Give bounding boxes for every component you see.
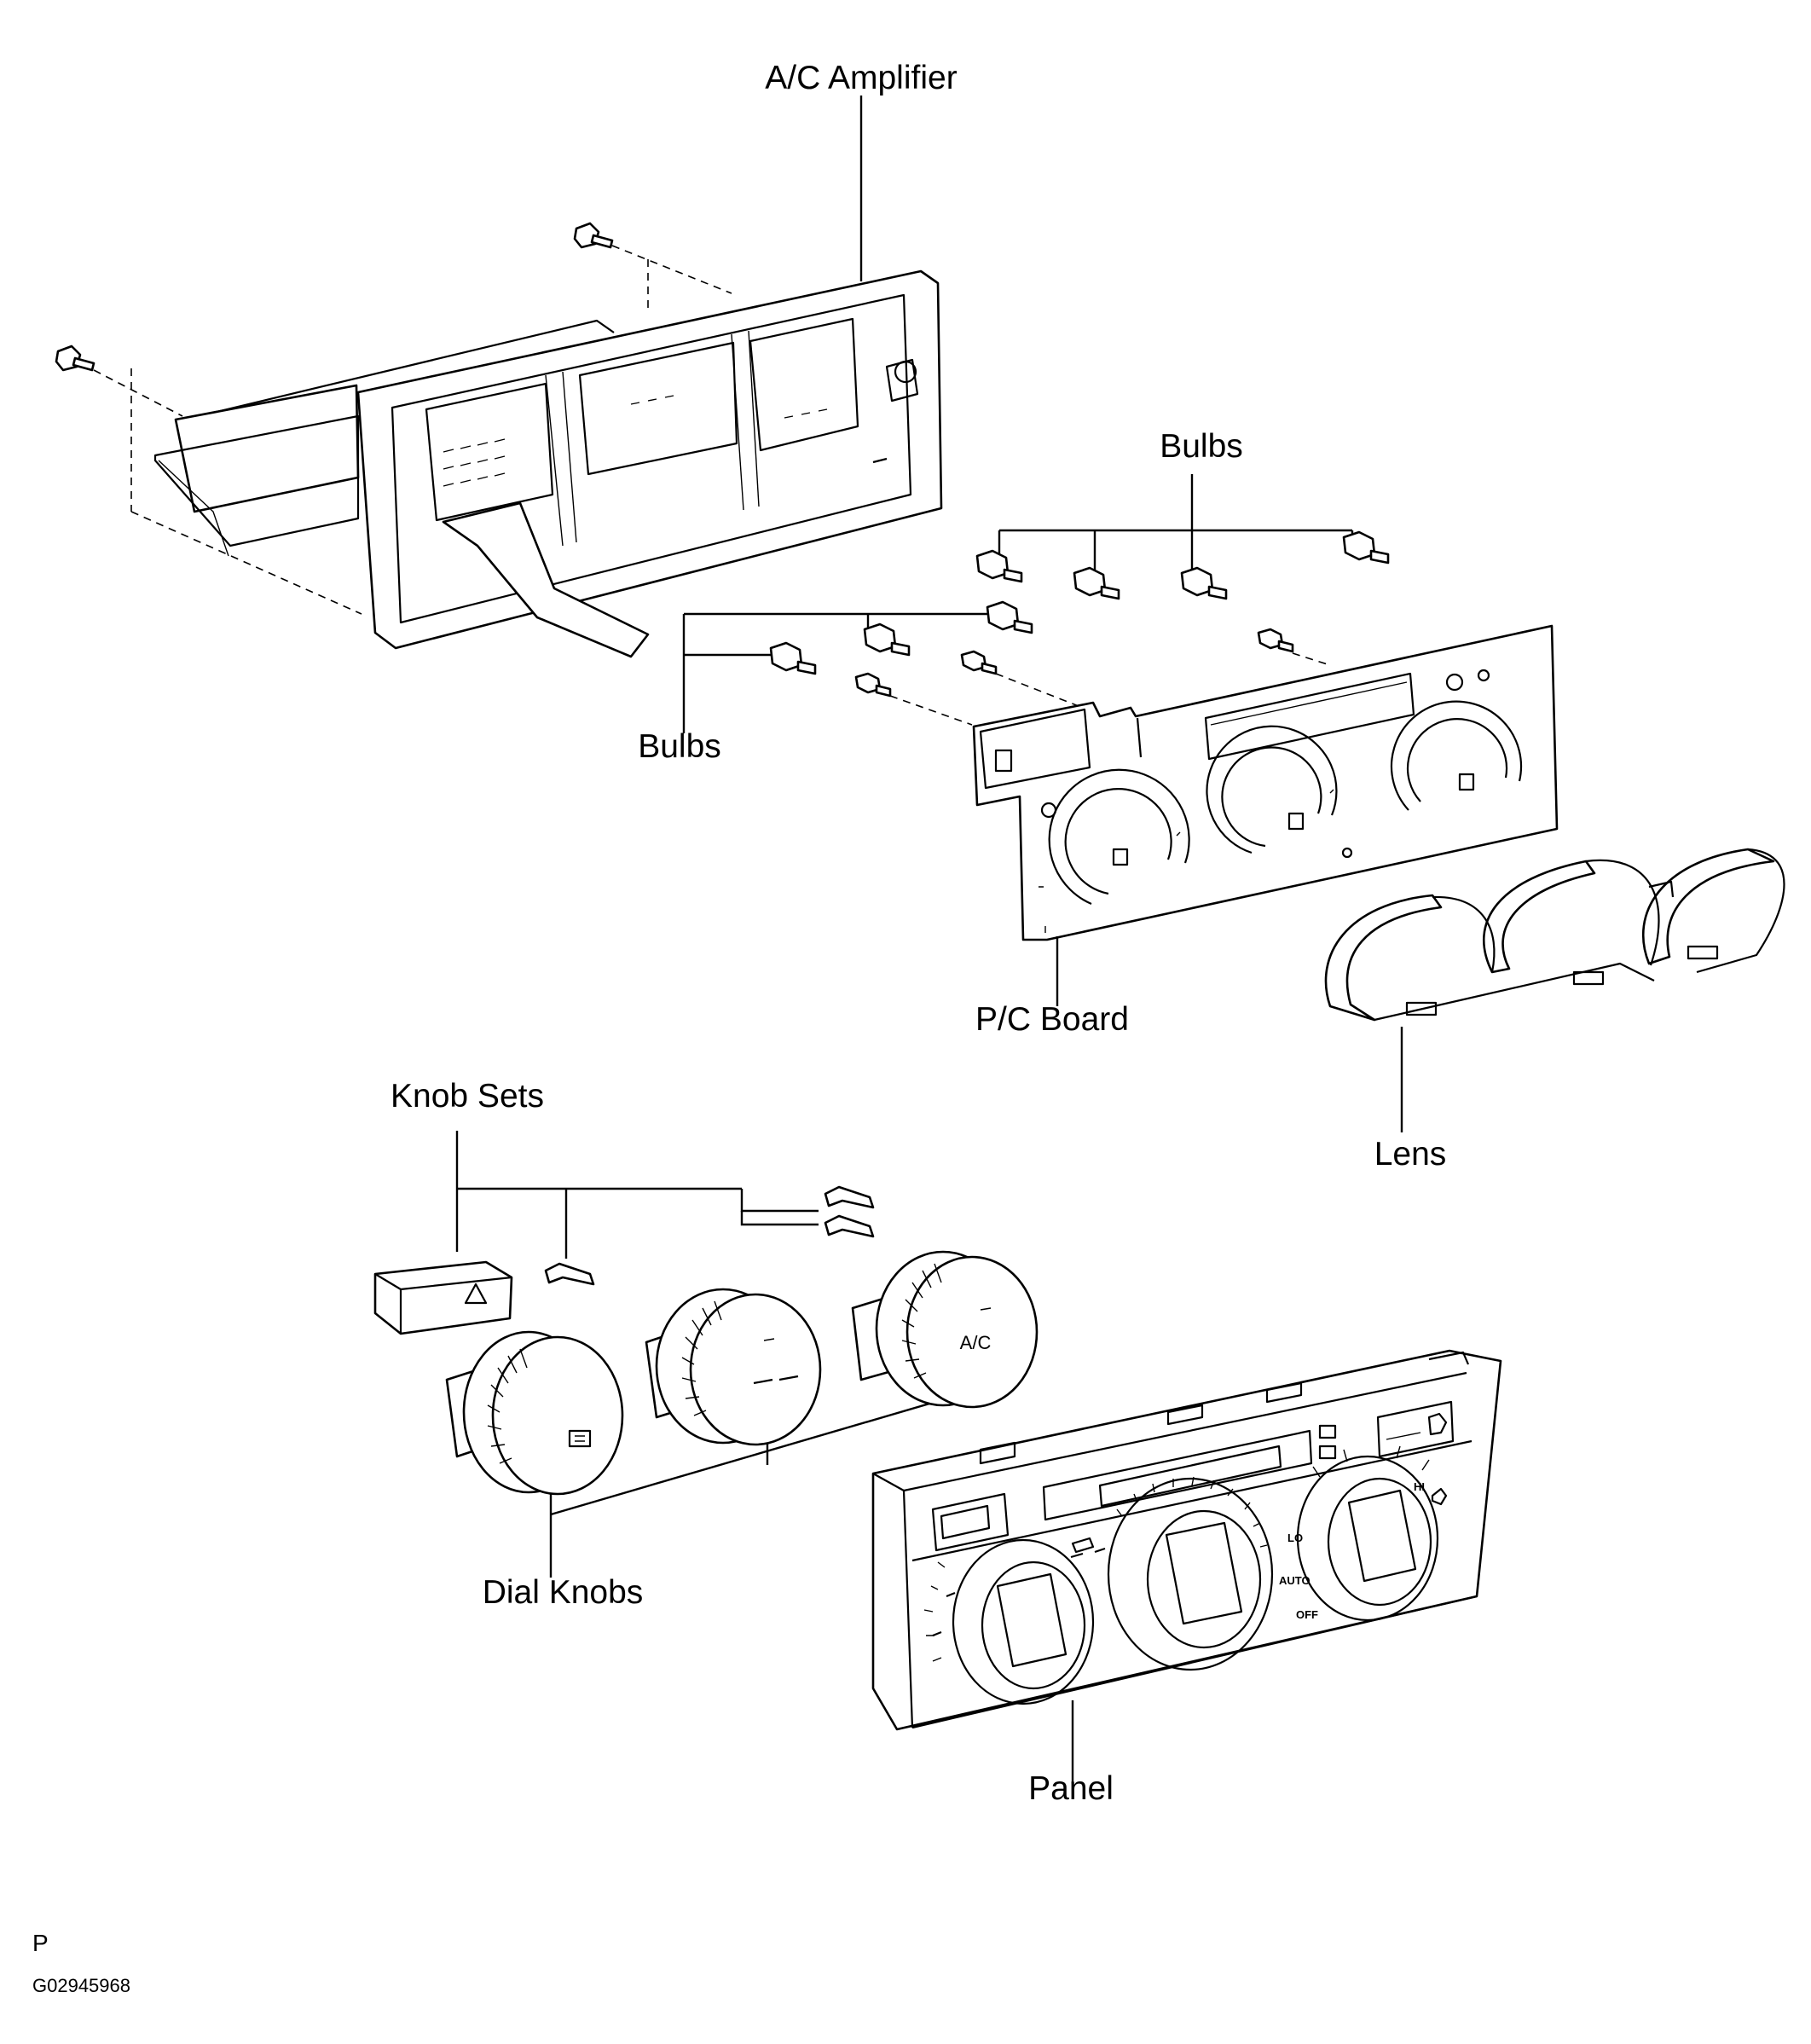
panel-auto-label: AUTO	[1279, 1574, 1311, 1587]
amplifier-screw-top	[573, 222, 614, 249]
bulb	[975, 549, 1023, 583]
pc-board-label: P/C Board	[975, 1001, 1129, 1038]
footer-mark: P	[32, 1930, 49, 1956]
ac-dial-knob: A/C	[851, 1250, 1039, 1409]
bulb	[854, 672, 892, 698]
amplifier-circuit-board	[443, 395, 828, 487]
bulb	[1073, 566, 1120, 600]
panel-label: Panel	[1028, 1770, 1114, 1807]
bulbs-lower-label: Bulbs	[638, 728, 721, 765]
hazard-switch-knob	[373, 1260, 513, 1335]
small-knob	[824, 1214, 875, 1238]
panel-lo-label: LO	[1287, 1532, 1303, 1544]
hazard-triangle-icon	[464, 1283, 488, 1305]
mode-icon	[753, 1375, 799, 1385]
bulb	[986, 600, 1033, 634]
lens	[1324, 848, 1785, 1022]
dial-knobs: A/C	[445, 1250, 1039, 1578]
ac-amplifier	[55, 222, 943, 658]
rear-defroster-dial-knob	[445, 1330, 624, 1496]
panel-hi-label: HI	[1414, 1480, 1425, 1493]
leader-lines	[859, 96, 1403, 1782]
bulb	[769, 641, 817, 675]
recirc-icon	[1427, 1412, 1448, 1436]
knob-sets-label: Knob Sets	[391, 1078, 544, 1115]
amplifier-ribbon-cable	[442, 501, 650, 658]
bulb	[1180, 566, 1228, 600]
temperature-scale	[932, 1547, 1106, 1637]
bulbs-lower-group	[682, 600, 1331, 733]
bulb	[1342, 530, 1390, 565]
bulbs-upper-label: Bulbs	[1160, 428, 1243, 465]
pc-board-display	[1204, 672, 1415, 761]
small-knob	[824, 1185, 875, 1209]
panel: LO AUTO OFF HI	[871, 1349, 1502, 1731]
bulbs-upper-group	[975, 474, 1390, 600]
recirc-button	[1376, 1400, 1455, 1458]
rear-defroster-icon	[568, 1429, 592, 1448]
amplifier-screw-left	[55, 345, 95, 372]
bulb	[863, 622, 911, 657]
knob-sets	[373, 1131, 875, 1335]
panel-hazard-opening	[931, 1492, 1010, 1552]
fan-icon	[1431, 1487, 1448, 1506]
bulb	[1257, 628, 1294, 653]
panel-dial-opening-left	[923, 1538, 1095, 1705]
panel-dial-opening-center	[1107, 1476, 1274, 1671]
ac-amplifier-label: A/C Amplifier	[765, 60, 957, 96]
pc-board	[972, 624, 1559, 941]
bulb	[960, 650, 998, 675]
panel-off-label: OFF	[1296, 1608, 1318, 1621]
panel-dial-opening-right	[1296, 1445, 1439, 1622]
mode-dial-knob	[645, 1288, 822, 1446]
panel-display-window	[1042, 1429, 1313, 1521]
ac-knob-label: A/C	[960, 1332, 992, 1353]
defrost-icon	[1071, 1537, 1095, 1554]
figure-code: G02945968	[32, 1975, 130, 1996]
lens-label: Lens	[1374, 1136, 1447, 1173]
dial-knobs-label: Dial Knobs	[483, 1574, 644, 1611]
small-knob	[544, 1262, 595, 1286]
